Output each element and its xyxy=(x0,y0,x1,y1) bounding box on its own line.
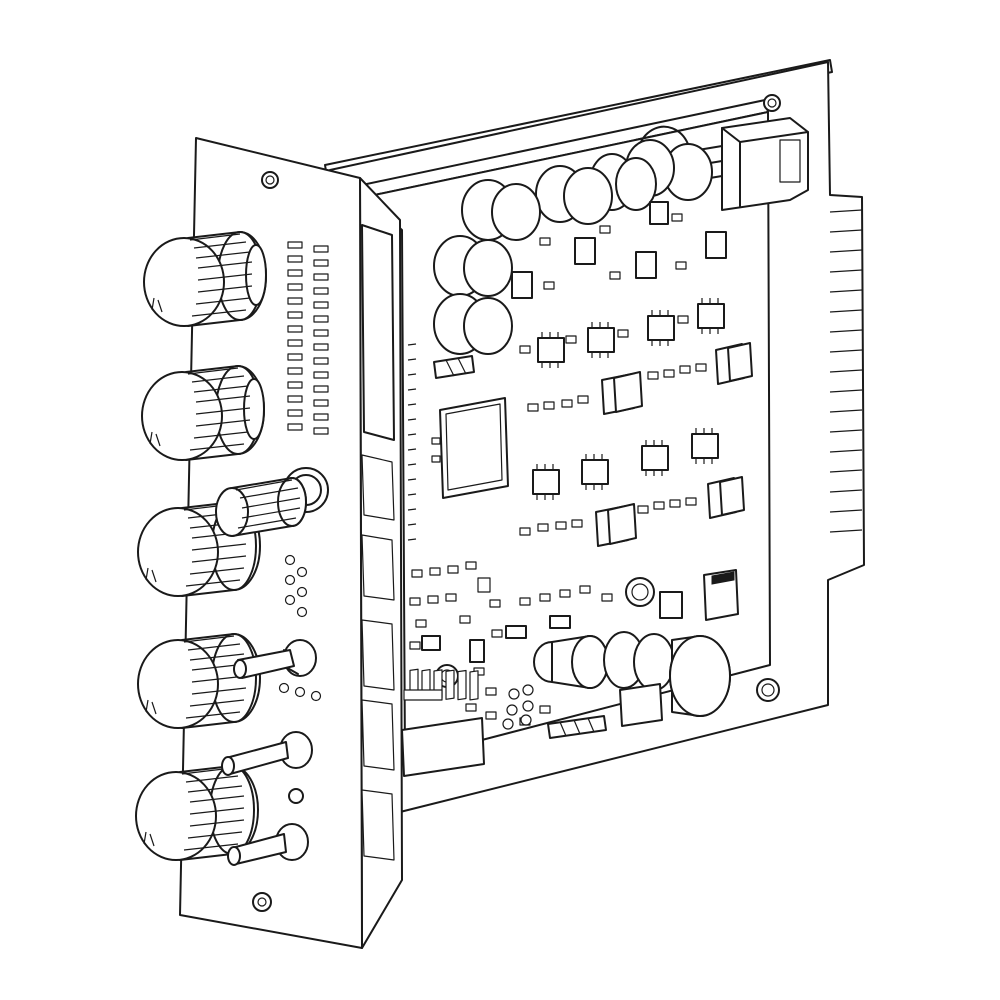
panel-mount-hole-top-icon xyxy=(261,171,279,189)
ic-chip xyxy=(659,591,683,619)
film-capacitors xyxy=(595,342,753,621)
ic-chip xyxy=(635,251,657,279)
capacitors-top xyxy=(433,125,713,355)
front-panel xyxy=(179,137,403,949)
toggle-switch-2[interactable] xyxy=(221,731,313,776)
capacitors-bottom xyxy=(533,631,731,727)
edge-connector xyxy=(829,209,863,533)
toggle-switch-1[interactable] xyxy=(233,639,317,679)
knob-1[interactable] xyxy=(143,231,267,327)
ic-chip xyxy=(574,237,596,265)
knob-2[interactable] xyxy=(141,365,265,461)
smd-components xyxy=(409,213,707,726)
ic-chip xyxy=(649,201,669,225)
ic-chip xyxy=(537,332,565,368)
pin-headers xyxy=(433,355,607,739)
dip-switch xyxy=(401,668,485,777)
knob-5[interactable] xyxy=(135,765,259,861)
power-connector xyxy=(697,117,809,211)
small-capacitor xyxy=(625,577,655,607)
capacitor xyxy=(535,165,613,225)
led-meter-left xyxy=(287,241,303,431)
board-edge-pins xyxy=(407,343,417,541)
ic-chip xyxy=(581,454,609,490)
ic-chip xyxy=(532,464,560,500)
ic-chip xyxy=(691,428,719,464)
ic-chip xyxy=(697,298,725,334)
main-processor-chip xyxy=(439,397,509,499)
ic-chip xyxy=(647,310,675,346)
ic-chip xyxy=(587,322,615,358)
screw-hole-top-icon xyxy=(763,94,781,112)
knob-4[interactable] xyxy=(137,633,261,729)
ic-chip xyxy=(705,231,727,259)
ic-chip xyxy=(511,271,533,299)
ic-chips xyxy=(511,201,727,619)
knob-3-concentric[interactable] xyxy=(215,477,307,537)
screw-hole-bottom-icon xyxy=(756,678,780,702)
ic-chip xyxy=(641,440,669,476)
toggle-switch-3[interactable] xyxy=(227,823,309,866)
led-meter-right xyxy=(313,245,329,435)
small-ics-bottom xyxy=(421,577,655,663)
panel-mount-hole-bottom-icon xyxy=(252,892,272,912)
leds xyxy=(502,684,534,730)
capacitor xyxy=(433,235,513,297)
indicator-holes xyxy=(278,554,322,804)
capacitor xyxy=(461,179,541,241)
capacitor xyxy=(433,293,513,355)
